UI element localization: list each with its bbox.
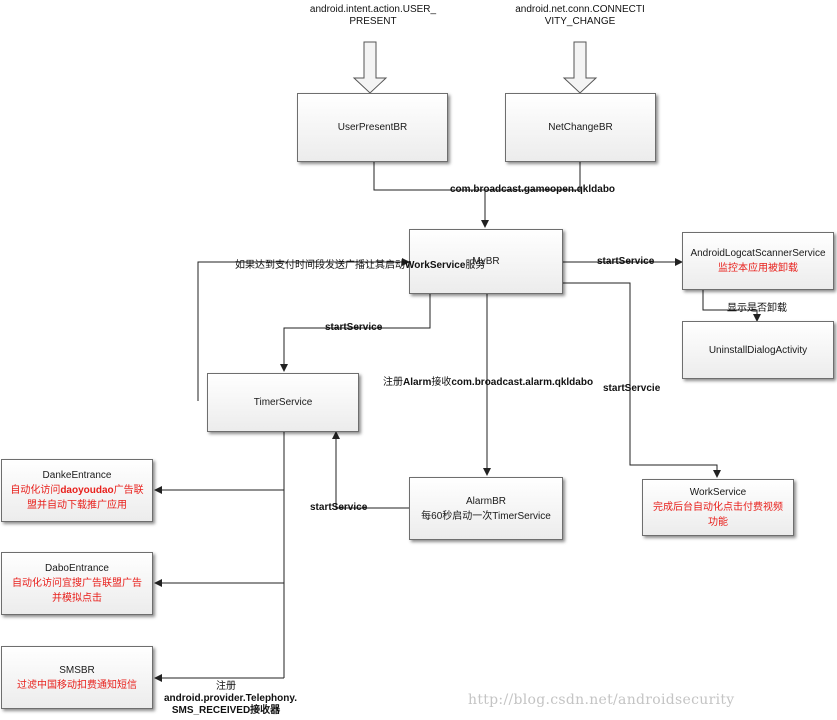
net-change-br-box: NetChangeBR — [505, 93, 656, 162]
danke-desc-post: 广告联 — [113, 485, 144, 496]
start-service-logcat-label: startService — [597, 256, 655, 267]
watermark-text: http://blog.csdn.net/androidsecurity — [468, 692, 735, 708]
uninstall-dialog-box: UninstallDialogActivity — [682, 321, 834, 379]
dabo-entrance-desc-line2: 并模拟点击 — [52, 593, 102, 604]
uninstall-dialog-title: UninstallDialogActivity — [708, 344, 808, 356]
start-service-alarm-label: startService — [310, 502, 368, 513]
timer-to-mybr-label-bold: WorkService — [405, 260, 466, 271]
logcat-scanner-title: AndroidLogcatScannerService — [690, 248, 826, 259]
register-alarm-label: 注册Alarm接收com.broadcast.alarm.qkldabo — [383, 373, 593, 388]
timer-to-mybr-label: 如果达到支付时间段发送广播让其启动WorkService服务 — [235, 256, 485, 271]
logcat-to-uninstall-arrow — [702, 290, 761, 322]
alarm-br-desc: 每60秒启动一次TimerService — [421, 510, 551, 522]
alarm-br-box: AlarmBR 每60秒启动一次TimerService — [409, 477, 563, 540]
danke-entrance-desc-line2: 盟并自动下载推广应用 — [27, 500, 127, 511]
mybr-title: MyBR — [472, 256, 500, 267]
sms-br-desc: 过滤中国移动扣费通知短信 — [17, 679, 137, 691]
register-sms-line1: 注册 — [216, 681, 236, 692]
work-service-box: WorkService 完成后台自动化点击付费视频 功能 — [642, 479, 794, 536]
dabo-entrance-box: DaboEntrance 自动化访问宜搜广告联盟广告 并模拟点击 — [1, 552, 153, 615]
sms-br-box: SMSBR 过滤中国移动扣费通知短信 — [1, 646, 153, 709]
register-alarm-mid: 接收 — [431, 377, 452, 388]
user-present-to-mybr-line — [373, 162, 485, 191]
dabo-entrance-desc-line1: 自动化访问宜搜广告联盟广告 — [12, 578, 142, 589]
gameopen-broadcast-label: com.broadcast.gameopen.qkldabo — [450, 184, 616, 195]
net-change-to-mybr-line — [485, 162, 581, 191]
register-sms-line3: SMS_RECEIVED接收器 — [171, 705, 281, 716]
logcat-scanner-box: AndroidLogcatScannerService 监控本应用被卸载 — [682, 232, 834, 290]
register-sms-label: 注册 android.provider.Telephony. SMS_RECEI… — [164, 681, 297, 717]
user-present-action-line1: android.intent.action.USER_ — [309, 4, 437, 15]
mybr-to-timer-arrow — [280, 294, 431, 372]
user-present-br-title: UserPresentBR — [337, 122, 408, 133]
work-service-desc-line1: 完成后台自动化点击付费视频 — [653, 502, 783, 513]
timer-to-mybr-label-post: 服务 — [465, 260, 486, 271]
logcat-scanner-desc: 监控本应用被卸载 — [718, 263, 798, 274]
timer-to-mybr-label-pre: 如果达到支付时间段发送广播让其启动 — [235, 260, 405, 271]
danke-entrance-desc-line1: 自动化访问daoyoudao广告联 — [10, 483, 143, 498]
net-change-action-line1: android.net.conn.CONNECTI — [515, 4, 645, 15]
net-change-action-label: android.net.conn.CONNECTI VITY_CHANGE — [506, 4, 654, 28]
work-service-title: WorkService — [689, 487, 747, 498]
sms-br-title: SMSBR — [59, 664, 95, 676]
start-service-work-label: startServcie — [603, 383, 661, 394]
danke-entrance-box: DankeEntrance 自动化访问daoyoudao广告联 盟并自动下载推广… — [1, 459, 153, 522]
register-alarm-action: com.broadcast.alarm.qkldabo — [451, 377, 594, 388]
start-service-timer-label: startService — [325, 322, 383, 333]
dabo-entrance-title: DaboEntrance — [45, 563, 109, 574]
register-alarm-bold: Alarm — [403, 377, 432, 388]
show-uninstall-label: 显示是否卸载 — [727, 303, 787, 314]
register-sms-line2: android.provider.Telephony. — [164, 693, 297, 704]
mybr-to-work-arrow — [563, 282, 721, 478]
mybr-box: MyBR — [409, 229, 563, 294]
user-present-action-label: android.intent.action.USER_ PRESENT — [300, 4, 446, 28]
danke-entrance-title: DankeEntrance — [42, 470, 112, 481]
user-present-action-line2: PRESENT — [349, 16, 397, 27]
net-change-input-arrow — [562, 41, 598, 94]
timer-service-box: TimerService — [207, 373, 359, 432]
net-change-action-line2: VITY_CHANGE — [544, 16, 616, 27]
danke-desc-pre: 自动化访问 — [10, 485, 61, 496]
user-present-input-arrow — [352, 41, 388, 94]
net-change-br-title: NetChangeBR — [548, 122, 613, 133]
alarm-br-title: AlarmBR — [465, 495, 506, 507]
alarm-to-timer-arrow — [332, 431, 409, 509]
work-service-desc-line2: 功能 — [708, 517, 728, 528]
user-present-br-box: UserPresentBR — [297, 93, 448, 162]
register-alarm-pre: 注册 — [383, 377, 403, 388]
timer-service-title: TimerService — [253, 397, 313, 408]
danke-desc-bold: daoyoudao — [60, 485, 114, 496]
timer-to-mybr-arrow — [197, 258, 410, 401]
